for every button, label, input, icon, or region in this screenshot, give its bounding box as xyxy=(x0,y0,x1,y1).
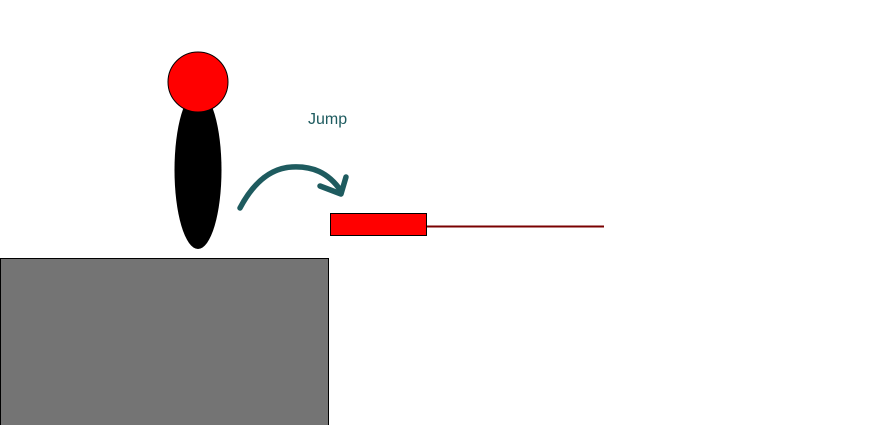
curved-arrow-icon xyxy=(237,164,349,211)
ground-block xyxy=(0,258,329,425)
player-body xyxy=(174,91,222,249)
player-head xyxy=(167,51,229,113)
jump-label: Jump xyxy=(308,111,347,128)
floating-platform xyxy=(330,213,427,236)
